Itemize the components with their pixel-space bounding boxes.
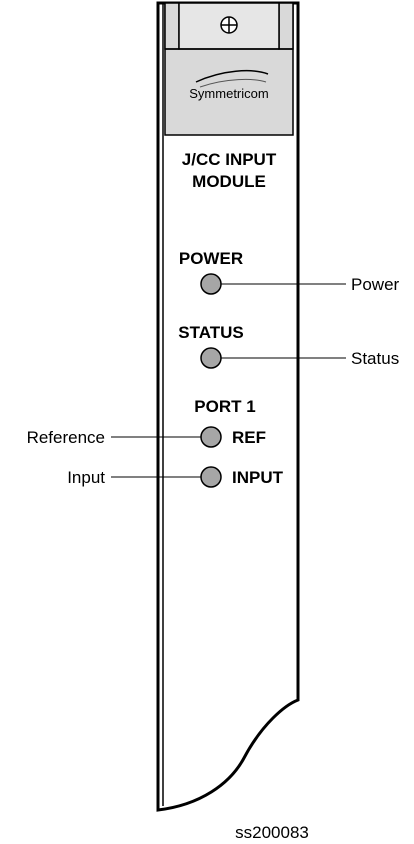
- power-led: [200, 273, 222, 295]
- input-callout: Input: [67, 468, 105, 487]
- status-panel-label: STATUS: [178, 323, 243, 342]
- reference-callout: Reference: [27, 428, 105, 447]
- module-title-line2: MODULE: [192, 172, 266, 191]
- input-led: [200, 466, 222, 488]
- status-led: [200, 347, 222, 369]
- status-callout: Status: [351, 349, 399, 368]
- ejector-handle: [164, 2, 294, 136]
- input-panel-label: INPUT: [232, 468, 284, 487]
- ref-led: [200, 426, 222, 448]
- port-panel-label: PORT 1: [194, 397, 255, 416]
- ref-panel-label: REF: [232, 428, 266, 447]
- figure-id: ss200083: [235, 823, 309, 842]
- power-callout: Power: [351, 275, 400, 294]
- power-panel-label: POWER: [179, 249, 243, 268]
- logo-text: Symmetricom: [189, 86, 268, 101]
- module-faceplate: [156, 1, 300, 812]
- module-title-line1: J/CC INPUT: [182, 150, 277, 169]
- logo-swoosh: [195, 69, 269, 83]
- symmetricom-logo: Symmetricom: [189, 69, 269, 101]
- screw-icon: [220, 16, 238, 34]
